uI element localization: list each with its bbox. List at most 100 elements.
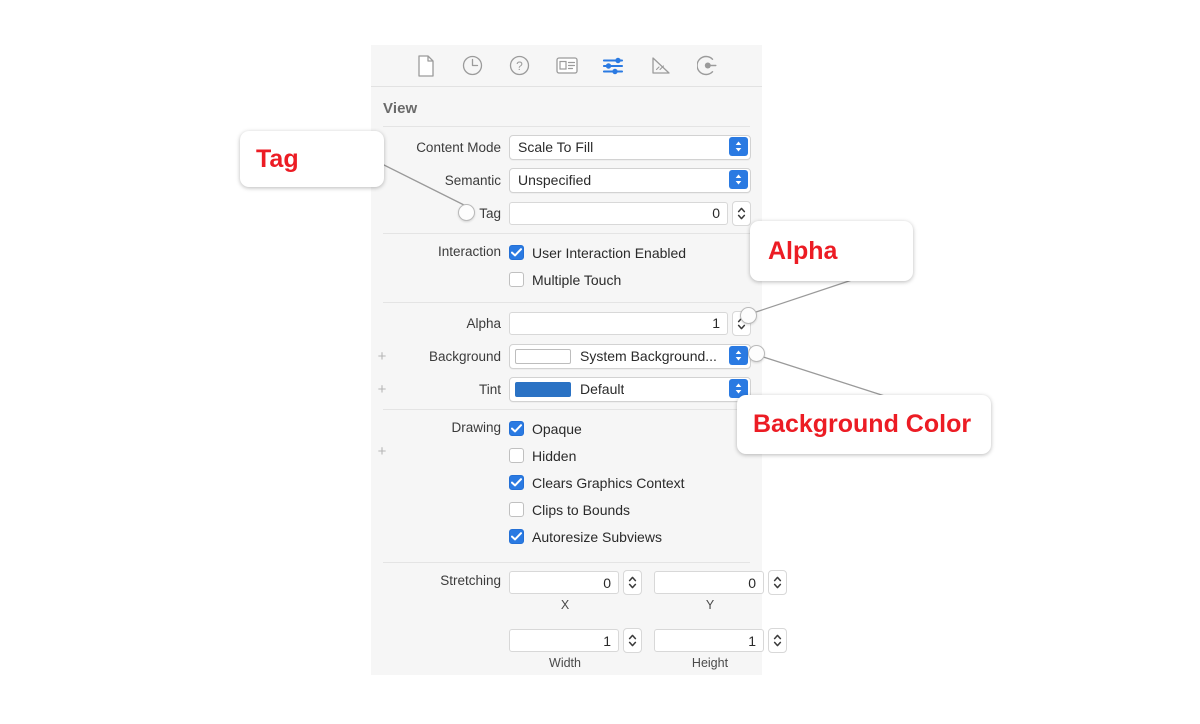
checkbox-icon[interactable] [509,448,524,463]
checkbox-autoresize-subviews[interactable]: Autoresize Subviews [509,525,762,548]
attributes-inspector-panel: ? [371,45,787,675]
divider [383,562,750,563]
row-content-mode: Content Mode Scale To Fill [371,134,762,160]
checkbox-hidden[interactable]: Hidden [509,444,762,467]
content-mode-label: Content Mode [416,139,501,155]
row-tint: + Tint Default [371,376,762,402]
tint-label: Tint [478,381,501,397]
semantic-dropdown[interactable]: Unspecified [509,167,751,193]
background-color-dropdown[interactable]: System Background... [509,343,751,369]
checkbox-label: Autoresize Subviews [532,528,662,545]
chevron-updown-icon[interactable] [729,345,748,365]
checkbox-opaque[interactable]: Opaque [509,417,762,440]
background-color-swatch[interactable] [515,348,571,364]
annotation-text: Background Color [753,410,972,438]
stretching-x-cell: 0 X [509,570,642,612]
checkbox-icon[interactable] [509,529,524,544]
checkbox-icon[interactable] [509,475,524,490]
chevron-updown-icon[interactable] [729,169,748,189]
stretching-x-caption: X [560,598,570,612]
stretching-y-caption: Y [705,598,715,612]
chevron-updown-icon[interactable] [729,378,748,398]
row-stretching: Stretching 0 X [371,570,787,670]
leader-endpoint-background [748,345,765,362]
attributes-inspector-icon[interactable] [601,53,626,78]
identity-inspector-icon[interactable] [554,53,579,78]
checkbox-clips-to-bounds[interactable]: Clips to Bounds [509,498,762,521]
row-interaction: Interaction User Interaction Enabled Mul… [371,241,762,295]
checkbox-user-interaction-enabled[interactable]: User Interaction Enabled [509,241,762,264]
tag-input[interactable]: 0 [509,201,728,225]
checkbox-clears-graphics-context[interactable]: Clears Graphics Context [509,471,762,494]
stretching-x-stepper[interactable] [623,570,642,595]
stretching-width-caption: Width [549,656,581,670]
tint-color-dropdown[interactable]: Default [509,376,751,402]
tint-color-swatch[interactable] [515,381,571,397]
semantic-value: Unspecified [518,172,592,188]
checkbox-icon[interactable] [509,421,524,436]
chevron-updown-icon[interactable] [729,136,748,156]
row-background: + Background System Background... [371,343,762,369]
stretching-row-wh: 1 Width 1 [509,628,787,670]
divider [383,409,750,410]
row-drawing: + Drawing Opaque Hidden [371,417,762,552]
drawing-add-button[interactable]: + [377,443,387,460]
inspector-toolbar: ? [371,45,762,87]
connections-inspector-icon[interactable] [695,53,720,78]
background-label: Background [428,348,501,364]
interaction-label: Interaction [437,244,501,259]
tag-label: Tag [479,205,501,221]
leader-line-alpha [746,276,862,316]
history-inspector-icon[interactable] [460,53,485,78]
stretching-label: Stretching [440,573,501,588]
stretching-y-cell: 0 Y [654,570,787,612]
leader-endpoint-alpha [740,307,757,324]
semantic-label: Semantic [444,172,501,188]
stretching-height-cell: 1 Height [654,628,787,670]
stretching-height-stepper[interactable] [768,628,787,653]
checkbox-label: Hidden [532,447,577,464]
checkbox-label: Clears Graphics Context [532,474,685,491]
tag-stepper[interactable] [732,200,751,226]
checkbox-icon[interactable] [509,272,524,287]
divider [383,233,750,234]
stretching-width-input[interactable]: 1 [509,629,619,652]
background-color-value: System Background... [580,348,717,364]
svg-text:?: ? [516,59,523,73]
tint-add-button[interactable]: + [377,380,387,398]
checkbox-icon[interactable] [509,245,524,260]
leader-endpoint-tag [458,204,475,221]
annotation-callout-tag: Tag [240,131,384,187]
content-mode-dropdown[interactable]: Scale To Fill [509,134,751,160]
divider [383,302,750,303]
file-inspector-icon[interactable] [413,53,438,78]
content-mode-value: Scale To Fill [518,139,594,155]
checkbox-label: Clips to Bounds [532,501,631,518]
alpha-label: Alpha [466,315,501,331]
annotation-callout-background-color: Background Color [737,395,991,454]
row-alpha: Alpha 1 [371,310,762,336]
stretching-height-caption: Height [691,656,729,670]
checkbox-label: Multiple Touch [532,271,622,288]
checkbox-icon[interactable] [509,502,524,517]
row-tag: Tag 0 [371,200,762,226]
section-title: View [383,100,418,117]
quick-help-inspector-icon[interactable]: ? [507,53,532,78]
stretching-x-input[interactable]: 0 [509,571,619,594]
stretching-y-input[interactable]: 0 [654,571,764,594]
annotation-text: Tag [256,144,299,173]
stretching-y-stepper[interactable] [768,570,787,595]
tint-color-value: Default [580,381,625,397]
annotation-text: Alpha [768,236,838,265]
stretching-width-cell: 1 Width [509,628,642,670]
annotation-callout-alpha: Alpha [750,221,913,281]
stretching-width-stepper[interactable] [623,628,642,653]
background-add-button[interactable]: + [377,347,387,365]
checkbox-label: User Interaction Enabled [532,244,687,261]
divider [383,126,750,127]
size-inspector-icon[interactable] [648,53,673,78]
stretching-height-input[interactable]: 1 [654,629,764,652]
row-semantic: Semantic Unspecified [371,167,762,193]
alpha-input[interactable]: 1 [509,311,728,335]
checkbox-multiple-touch[interactable]: Multiple Touch [509,268,762,291]
